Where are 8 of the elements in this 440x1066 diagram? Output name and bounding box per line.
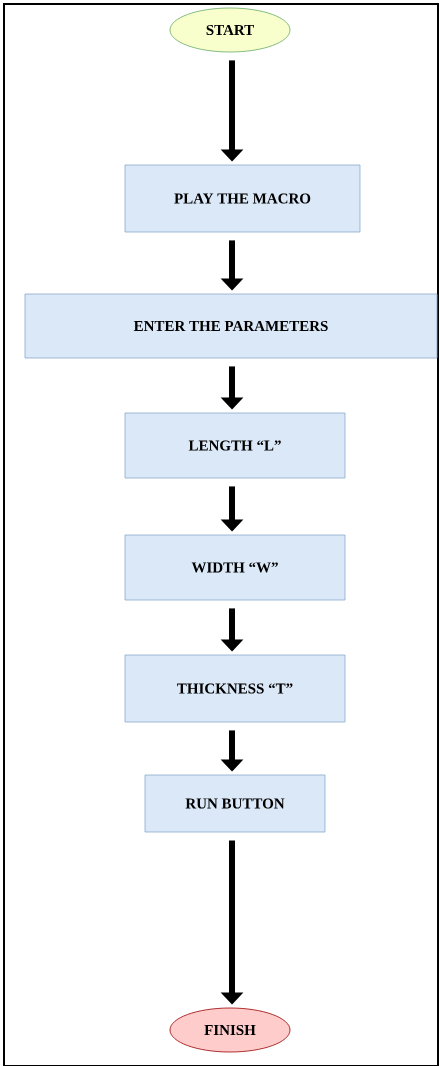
process-box: THICKNESS “T” bbox=[124, 654, 346, 723]
ellipse-terminal: START bbox=[169, 7, 291, 53]
process-box: ENTER THE PARAMETERS bbox=[24, 293, 438, 359]
process-box: RUN BUTTON bbox=[144, 774, 326, 833]
ellipse-terminal: FINISH bbox=[169, 1007, 291, 1053]
process-box: PLAY THE MACRO bbox=[124, 164, 361, 233]
process-box: LENGTH “L” bbox=[124, 412, 346, 479]
process-box: WIDTH “W” bbox=[124, 534, 346, 601]
